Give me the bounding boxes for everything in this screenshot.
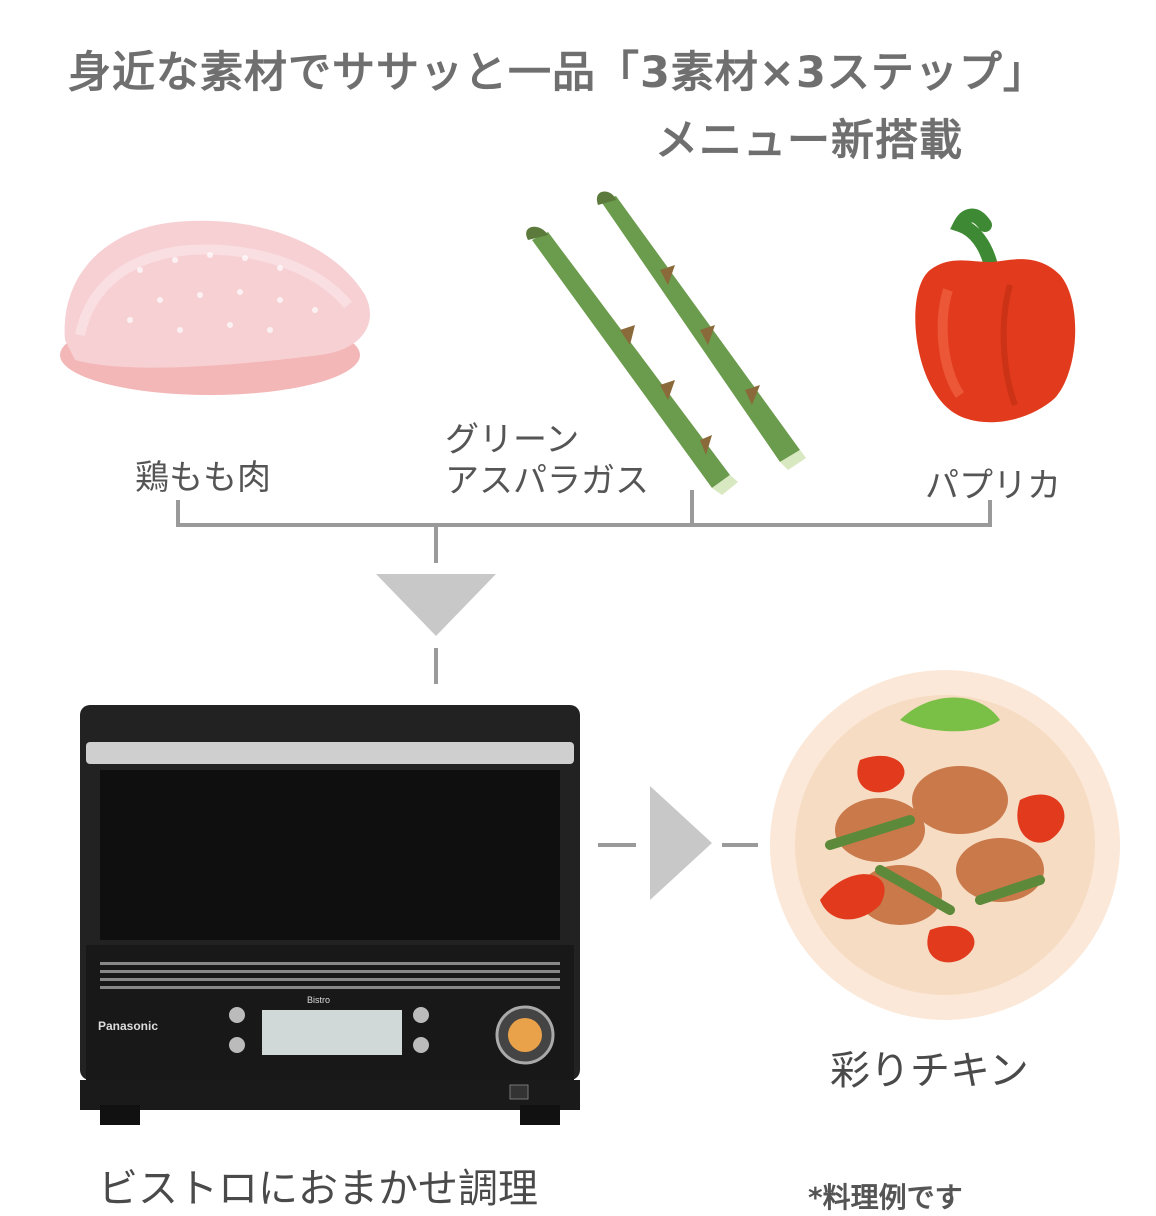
ingredient-label-paprika: パプリカ bbox=[925, 466, 1061, 506]
down-arrow-icon bbox=[376, 574, 496, 636]
dish-illustration bbox=[770, 670, 1120, 1020]
bistro-logo: Bistro bbox=[307, 995, 330, 1005]
dish-name: 彩りチキン bbox=[830, 1048, 1029, 1094]
appliance-caption: ビストロにおまかせ調理 bbox=[98, 1166, 538, 1212]
asparagus-illustration bbox=[526, 191, 806, 495]
ingredient-label-asparagus-line2: アスパラガス bbox=[445, 461, 649, 501]
brand-logo: Panasonic bbox=[98, 1019, 158, 1033]
headline-line2: メニュー新搭載 bbox=[655, 116, 963, 166]
sample-note: *料理例です bbox=[808, 1181, 963, 1214]
chicken-thigh-illustration bbox=[60, 220, 370, 395]
headline-line1: 身近な素材でササッと一品「3素材×3ステップ」 bbox=[68, 48, 1047, 98]
ingredient-bracket bbox=[176, 490, 992, 563]
microwave-oven bbox=[80, 705, 580, 1125]
right-arrow-icon bbox=[650, 786, 712, 900]
ingredient-label-asparagus-line1: グリーン bbox=[445, 420, 580, 460]
ingredient-label-chicken: 鶏もも肉 bbox=[135, 458, 271, 498]
red-pepper-illustration bbox=[915, 208, 1076, 423]
